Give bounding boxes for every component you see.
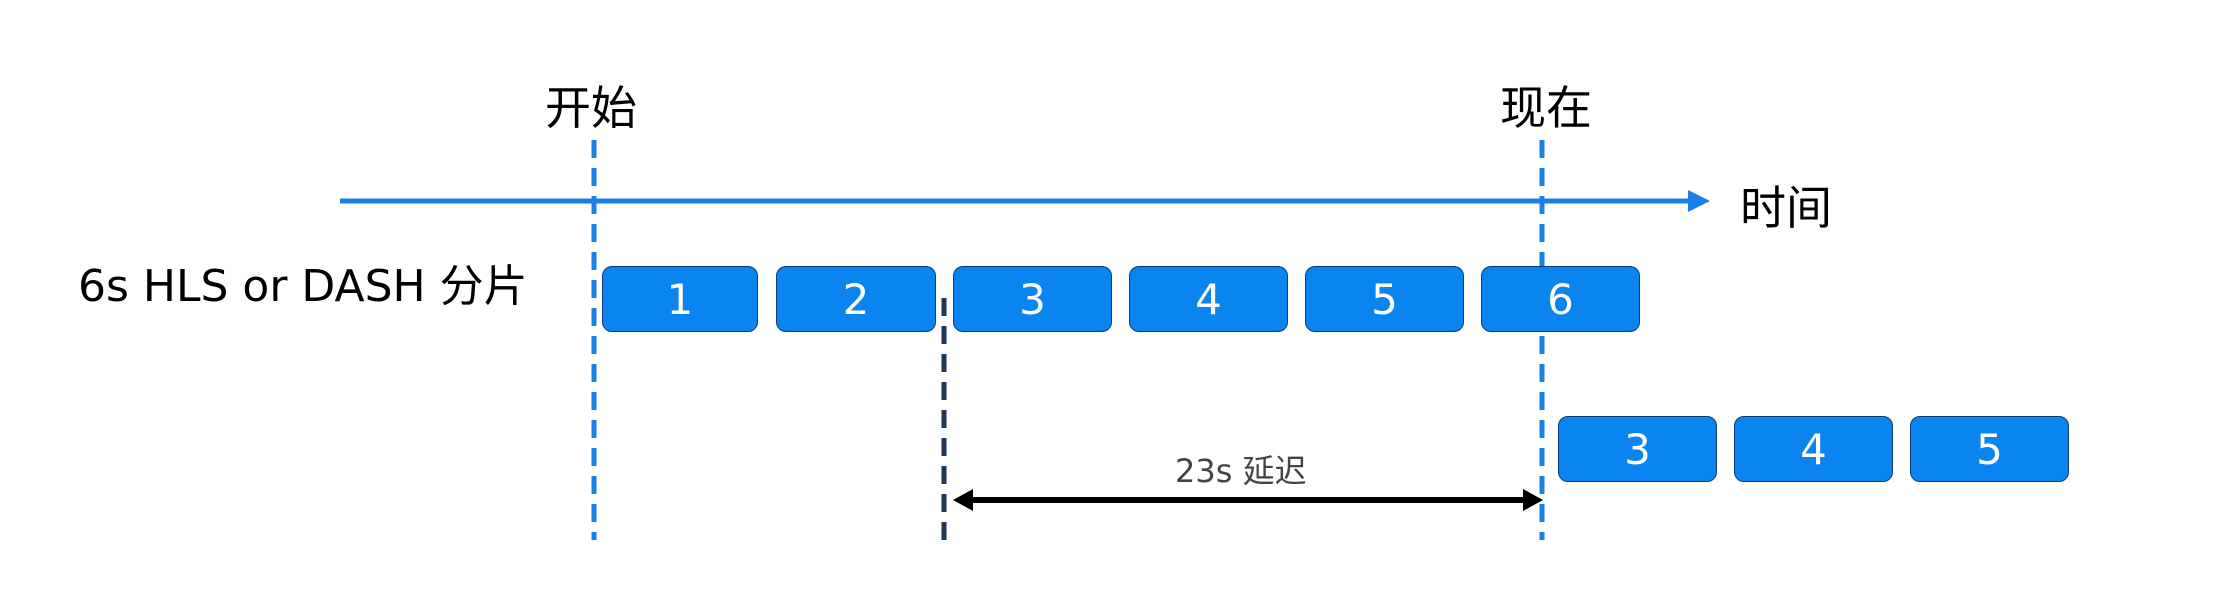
- segments-label: 6s HLS or DASH 分片: [78, 261, 528, 312]
- latency-arrowhead-right: [1523, 489, 1543, 511]
- latency-label: 23s 延迟: [1175, 452, 1307, 490]
- segment-block: 3: [953, 266, 1112, 332]
- latency-arrowhead-left: [953, 489, 973, 511]
- segment-block: 5: [1910, 416, 2069, 482]
- segment-block: 4: [1734, 416, 1893, 482]
- start-label: 开始: [545, 81, 637, 135]
- timeline-arrowhead: [1688, 190, 1710, 212]
- segment-block: 3: [1558, 416, 1717, 482]
- segment-block: 4: [1129, 266, 1288, 332]
- segment-block: 1: [602, 266, 758, 332]
- segment-block: 2: [776, 266, 936, 332]
- time-axis-label: 时间: [1740, 181, 1832, 235]
- now-label: 现在: [1500, 81, 1592, 135]
- segment-block: 5: [1305, 266, 1464, 332]
- segment-block: 6: [1481, 266, 1640, 332]
